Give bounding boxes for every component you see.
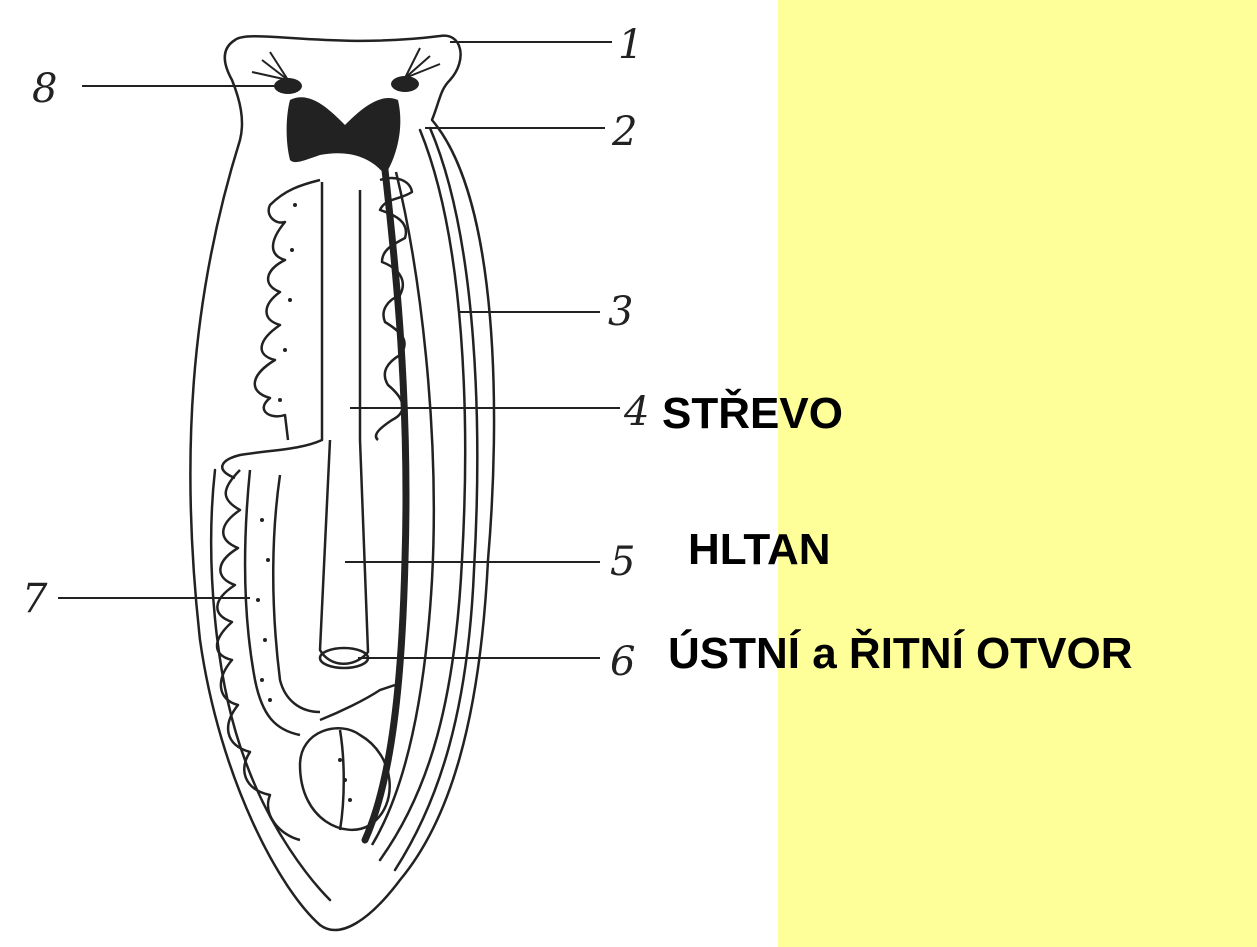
pharynx [320,440,368,664]
label-5: 5 [610,539,635,585]
answer-strevo: STŘEVO [662,392,843,436]
label-1: 1 [618,22,643,68]
brain-ganglion [287,97,401,175]
right-eye [391,76,419,92]
answer-hltan: HLTAN [688,528,831,572]
label-7: 7 [22,576,48,622]
label-4: 4 [623,389,649,435]
label-2: 2 [611,109,637,155]
left-gut-branches [255,180,320,440]
nerve-cord [365,170,406,840]
label-6: 6 [610,639,635,685]
left-eye [274,78,302,94]
answer-otvor: ÚSTNÍ a ŘITNÍ OTVOR [668,632,1132,676]
label-8: 8 [32,66,57,112]
label-3: 3 [608,289,633,335]
